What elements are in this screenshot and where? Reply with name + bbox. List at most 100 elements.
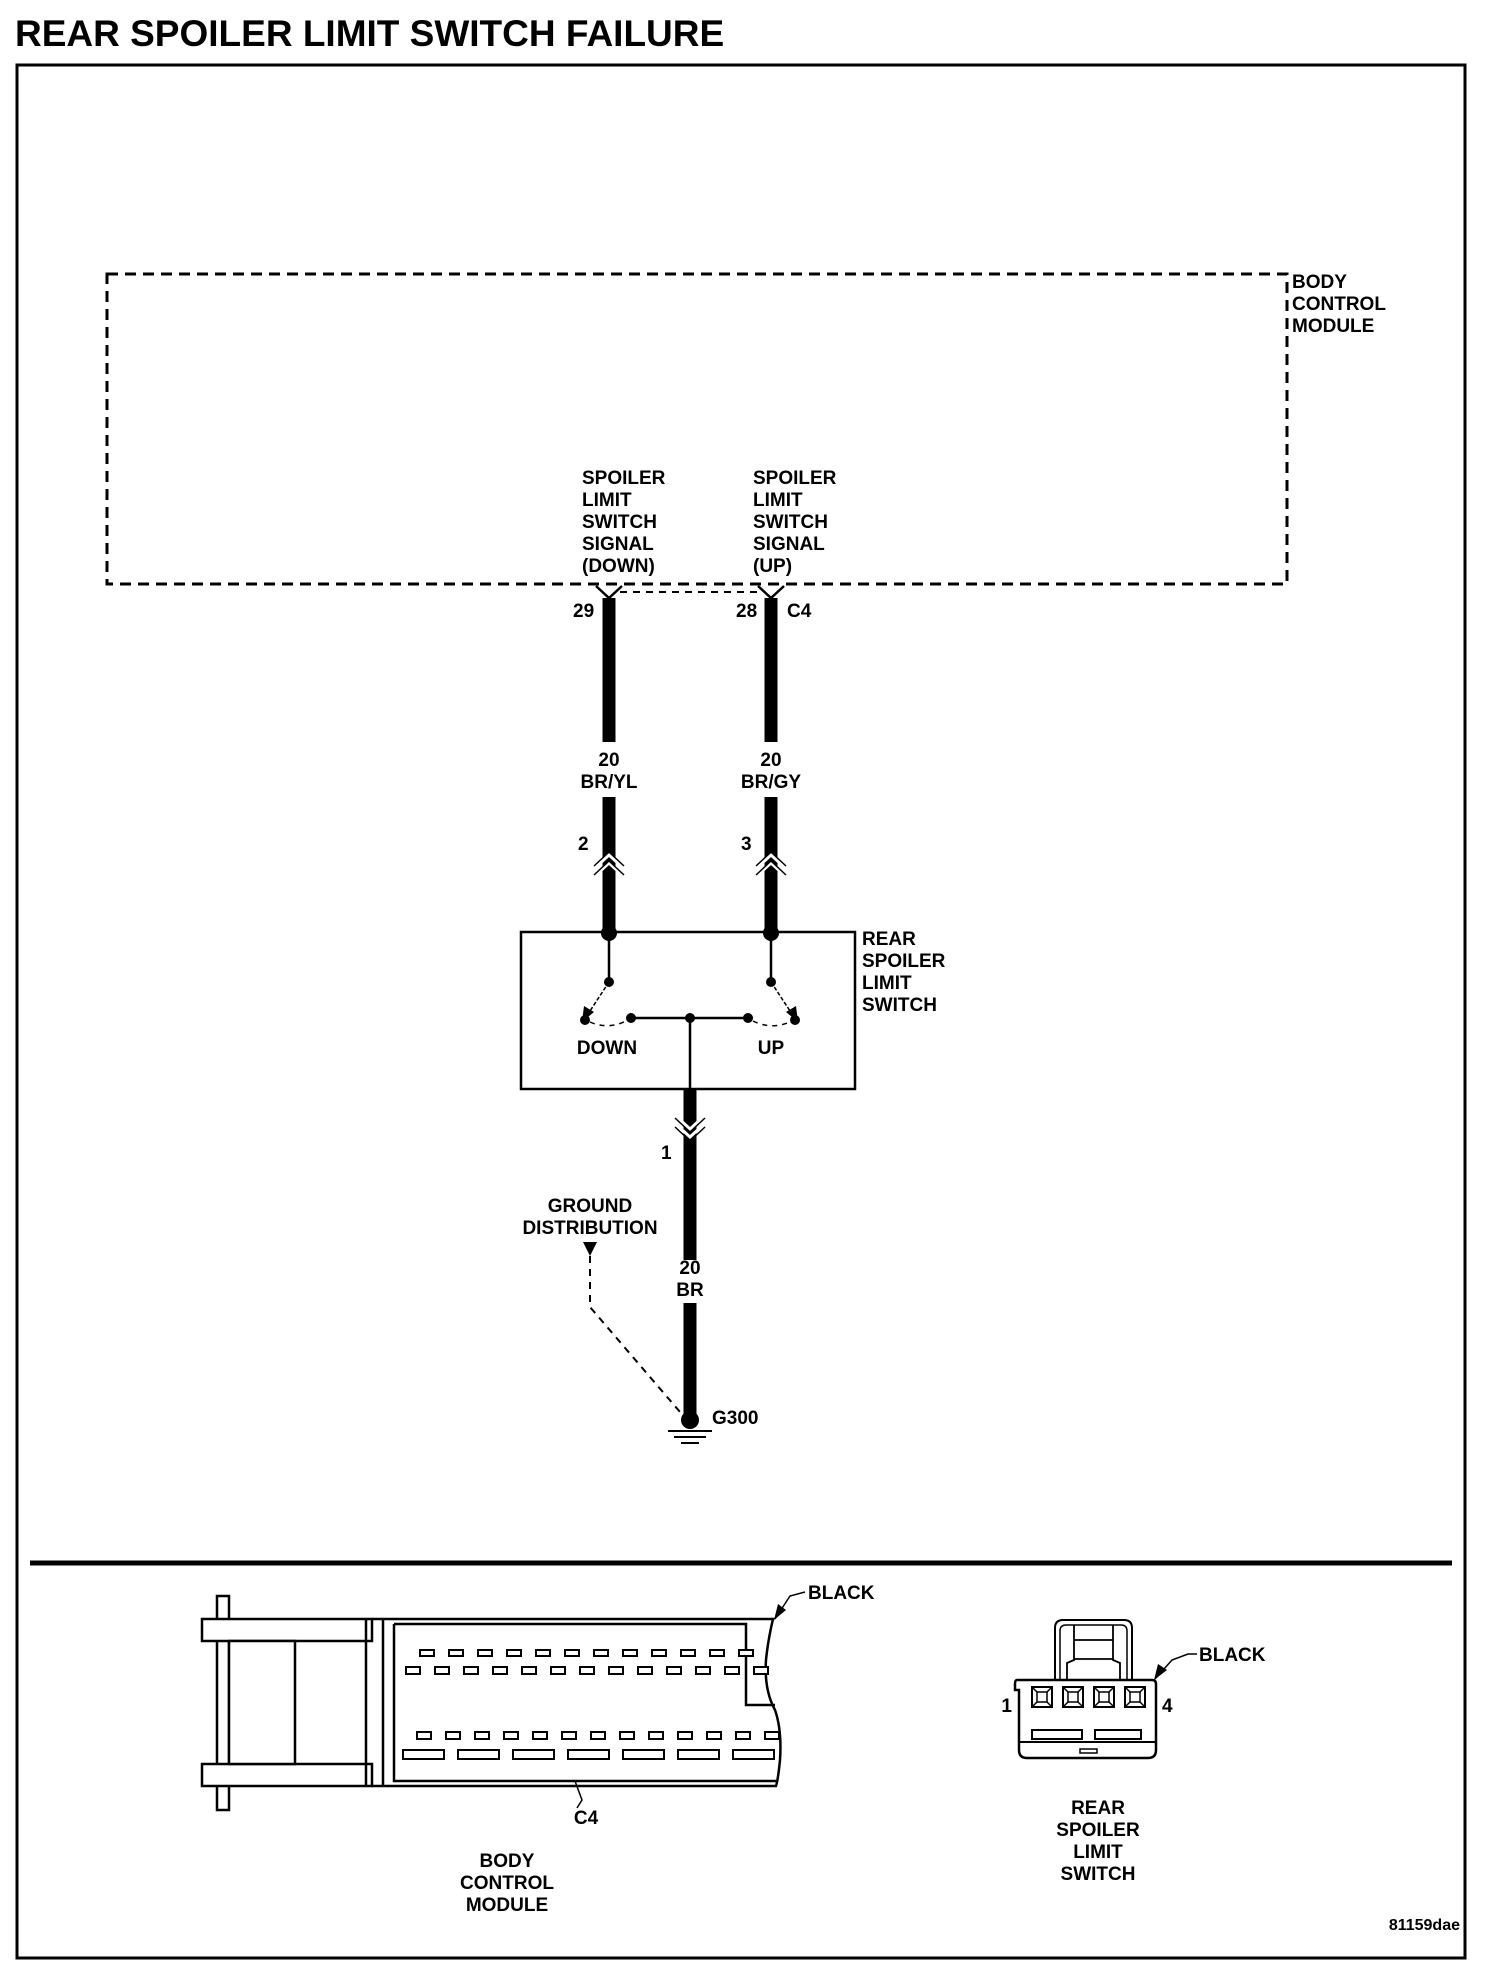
wire-color-label: BR/YL bbox=[581, 772, 638, 793]
pin-cavity-edge bbox=[1077, 1701, 1084, 1708]
pin-cavity bbox=[764, 1731, 780, 1740]
pin-cavity-edge bbox=[1046, 1686, 1053, 1693]
pin-cavity bbox=[1067, 1691, 1079, 1703]
bcm-connector-view[interactable] bbox=[200, 1594, 782, 1812]
pin-cavity bbox=[724, 1666, 740, 1675]
connector-symbol-29 bbox=[595, 585, 623, 600]
pin-number-28: 28 bbox=[736, 601, 757, 622]
pin-cavity-edge bbox=[1093, 1686, 1100, 1693]
bcm-connector-name: BODY CONTROL MODULE bbox=[460, 1851, 554, 1916]
pin-cavity-edge bbox=[1124, 1686, 1131, 1693]
switch-label-line: SWITCH bbox=[862, 995, 937, 1016]
bcm-connector-name-line: BODY bbox=[480, 1851, 535, 1872]
pin-cavity bbox=[535, 1649, 551, 1657]
pin-cavity bbox=[463, 1666, 479, 1675]
pin-cavity bbox=[619, 1731, 635, 1740]
switch-connector-name-line: SPOILER bbox=[1056, 1820, 1140, 1841]
bcm-module-box bbox=[105, 272, 1289, 586]
switch-connector-view[interactable] bbox=[1013, 1619, 1158, 1760]
bcm-label-line: MODULE bbox=[1292, 316, 1374, 337]
pin-cavity-edge bbox=[1031, 1686, 1038, 1693]
pin-cavity bbox=[579, 1666, 595, 1675]
signal-label-line: SIGNAL bbox=[582, 534, 654, 555]
pin-cavity bbox=[474, 1731, 490, 1740]
switch-connector-color: BLACK bbox=[1199, 1645, 1266, 1666]
switch-connector-name-line: REAR bbox=[1071, 1798, 1125, 1819]
pin-cavity-edge bbox=[1139, 1701, 1146, 1708]
switch-connector-name-line: LIMIT bbox=[1073, 1842, 1123, 1863]
pin-cavity bbox=[416, 1731, 432, 1740]
pin-cavity bbox=[637, 1666, 653, 1675]
bcm-connector-name-line: MODULE bbox=[466, 1895, 548, 1916]
pin-cavity bbox=[706, 1731, 722, 1740]
pin-cavity bbox=[680, 1649, 696, 1657]
pin-number-1: 1 bbox=[661, 1143, 672, 1164]
c4-leader-line bbox=[574, 1780, 583, 1809]
pin-cavity bbox=[521, 1666, 537, 1675]
connector-chevron-icon bbox=[755, 850, 787, 876]
pin-cavity bbox=[402, 1749, 445, 1760]
pin-cavity bbox=[608, 1666, 624, 1675]
connector-symbol-28 bbox=[757, 585, 785, 600]
ground-splice-dot bbox=[681, 1411, 699, 1429]
pin-cavity-edge bbox=[1062, 1701, 1069, 1708]
pin-cavity bbox=[753, 1666, 769, 1675]
connector-id-c4: C4 bbox=[787, 601, 812, 622]
switch-label-line: LIMIT bbox=[862, 973, 912, 994]
signal-label-line: SPOILER bbox=[753, 468, 837, 489]
wire-gauge-label: 20 bbox=[679, 1258, 700, 1279]
bcm-label-line: BODY bbox=[1292, 272, 1347, 293]
signal-label-line: (DOWN) bbox=[582, 556, 655, 577]
bcm-connector-name-line: CONTROL bbox=[460, 1873, 554, 1894]
signal-label-line: LIMIT bbox=[753, 490, 803, 511]
pin-cavity-edge bbox=[1062, 1686, 1069, 1693]
switch-connector-pins bbox=[1031, 1686, 1146, 1708]
pin-cavity bbox=[434, 1666, 450, 1675]
switch-label: REAR SPOILER LIMIT SWITCH bbox=[862, 929, 946, 1016]
pin-cavity-edge bbox=[1031, 1701, 1038, 1708]
ground-distribution-line: GROUND bbox=[548, 1196, 632, 1217]
pin-cavity bbox=[677, 1749, 720, 1760]
pin-cavity bbox=[457, 1749, 500, 1760]
pin-cavity bbox=[590, 1731, 606, 1740]
pin-cavity bbox=[512, 1749, 555, 1760]
pin-cavity bbox=[492, 1666, 508, 1675]
connector-chevron-icon bbox=[674, 1116, 706, 1143]
switch-label-line: REAR bbox=[862, 929, 916, 950]
bcm-label-line: CONTROL bbox=[1292, 294, 1386, 315]
ground-distribution-link[interactable] bbox=[589, 1256, 681, 1413]
signal-label-line: LIMIT bbox=[582, 490, 632, 511]
ground-distribution-label: GROUND DISTRIBUTION bbox=[522, 1196, 657, 1239]
pin-cavity bbox=[550, 1666, 566, 1675]
pin-number-29: 29 bbox=[573, 601, 594, 622]
switch-position-up: UP bbox=[758, 1038, 785, 1059]
pin-cavity bbox=[532, 1731, 548, 1740]
pin-number-2: 2 bbox=[578, 834, 589, 855]
pin-cavity-edge bbox=[1139, 1686, 1146, 1693]
pin-cavity-edge bbox=[1093, 1701, 1100, 1708]
pin-cavity bbox=[567, 1749, 610, 1760]
pin-cavity bbox=[622, 1749, 665, 1760]
bcm-connector-id: C4 bbox=[574, 1808, 599, 1829]
pin-cavity bbox=[564, 1649, 580, 1657]
bcm-black-callout: BLACK bbox=[774, 1583, 875, 1620]
pin-cavity-edge bbox=[1077, 1686, 1084, 1693]
bcm-connector-color: BLACK bbox=[808, 1583, 875, 1604]
signal-label-line: SWITCH bbox=[582, 512, 657, 533]
signal-label-down: SPOILER LIMIT SWITCH SIGNAL (DOWN) bbox=[582, 468, 666, 577]
switch-black-callout: BLACK bbox=[1154, 1645, 1266, 1680]
pin-cavity bbox=[593, 1649, 609, 1657]
pin-cavity bbox=[735, 1731, 751, 1740]
pin-cavity-edge bbox=[1108, 1686, 1115, 1693]
pin-cavity bbox=[648, 1731, 664, 1740]
callout-arrow-icon bbox=[774, 1604, 786, 1620]
pin-cavity bbox=[622, 1649, 638, 1657]
signal-label-line: SIGNAL bbox=[753, 534, 825, 555]
switch-pin-1-label: 1 bbox=[1001, 1696, 1012, 1717]
rear-spoiler-limit-switch-box[interactable] bbox=[519, 930, 857, 1091]
callout-arrow-icon bbox=[1154, 1664, 1167, 1680]
pin-cavity bbox=[1129, 1691, 1141, 1703]
figure-id: 81159dae bbox=[1389, 1917, 1460, 1934]
switch-connector-name: REAR SPOILER LIMIT SWITCH bbox=[1056, 1798, 1140, 1885]
pin-cavity bbox=[1036, 1691, 1048, 1703]
